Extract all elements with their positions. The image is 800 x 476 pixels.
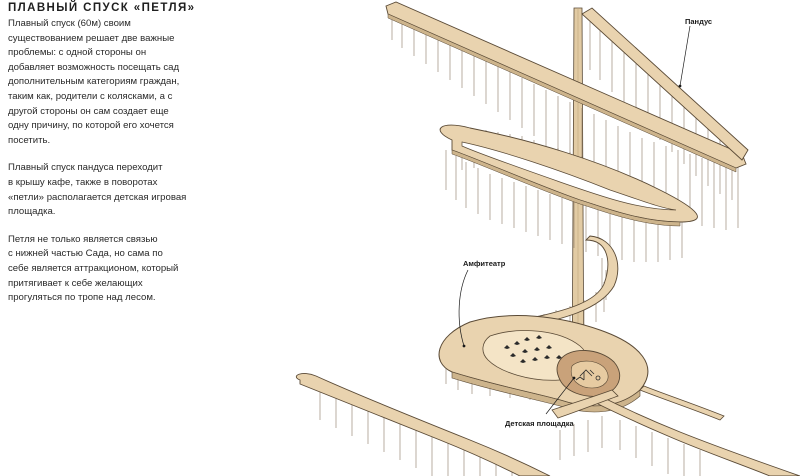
approach-ramps — [295, 373, 800, 476]
label-amphitheater-text: Амфитеатр — [463, 259, 506, 268]
label-playground: Детская площадка — [505, 376, 576, 428]
playground-area — [556, 350, 621, 397]
description-text: Плавный спуск (60м) своим существованием… — [8, 17, 218, 319]
amphitheater-platform — [438, 315, 649, 413]
page-title: ПЛАВНЫЙ СПУСК «ПЕТЛЯ» — [8, 2, 196, 14]
paragraph-cafe-roof: Плавный спуск пандуса переходит в крышу … — [8, 162, 187, 218]
label-playground-text: Детская площадка — [505, 419, 575, 428]
label-ramp-text: Пандус — [685, 17, 712, 26]
label-amphitheater: Амфитеатр — [458, 259, 506, 348]
amphitheater-seats — [504, 335, 562, 363]
label-ramp: Пандус — [678, 17, 712, 88]
paragraph-slope-purpose: Плавный спуск (60м) своим существованием… — [8, 18, 180, 146]
middle-loop — [439, 124, 698, 262]
paragraph-attraction: Петля не только является связью с нижней… — [8, 233, 179, 304]
upper-ramp — [385, 1, 749, 230]
